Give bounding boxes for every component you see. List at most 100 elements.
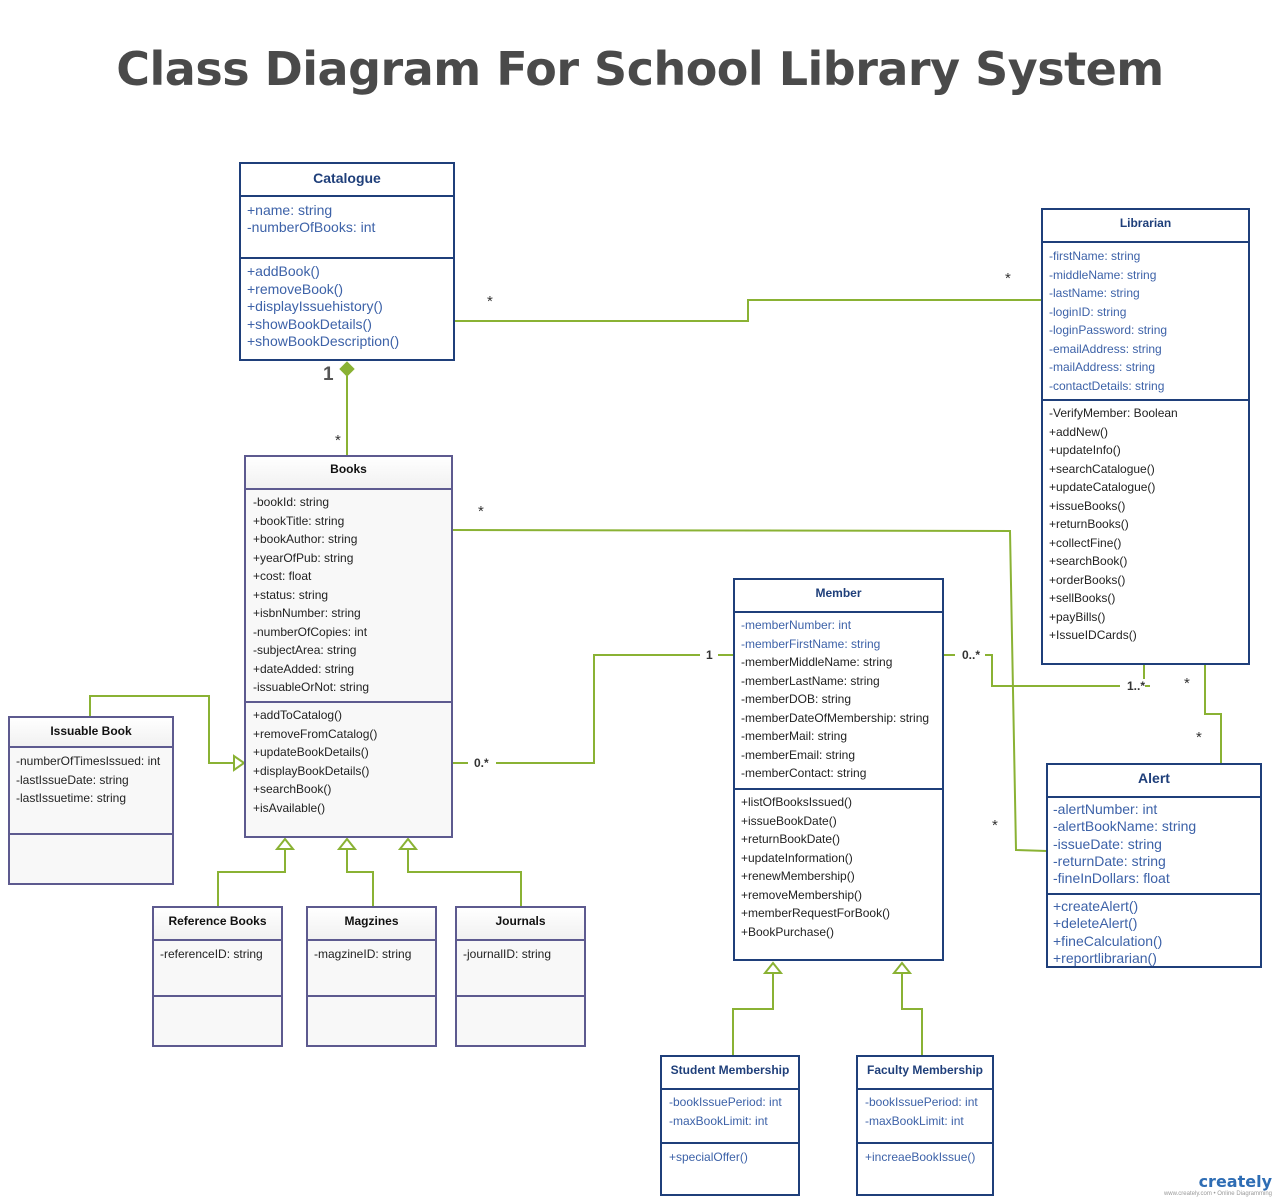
attribute: -mailAddress: string xyxy=(1049,360,1156,374)
class-magazines[interactable]: Magzines -magzineID: string xyxy=(306,906,437,1047)
class-faculty-membership[interactable]: Faculty Membership -bookIssuePeriod: int… xyxy=(856,1055,994,1196)
attribute: -numberOfBooks: int xyxy=(247,219,376,235)
association-catalogue-librarian xyxy=(455,299,1042,322)
class-issuable-book[interactable]: Issuable Book -numberOfTimesIssued: int … xyxy=(8,716,174,885)
attributes-section: +name: string -numberOfBooks: int xyxy=(241,197,453,257)
class-name: Issuable Book xyxy=(10,718,172,748)
attribute: -bookIssuePeriod: int xyxy=(669,1095,782,1109)
class-student-membership[interactable]: Student Membership -bookIssuePeriod: int… xyxy=(660,1055,800,1196)
class-name: Catalogue xyxy=(241,164,453,197)
method: +updateInfo() xyxy=(1049,443,1121,457)
method: +issueBookDate() xyxy=(741,813,837,828)
attribute: +bookTitle: string xyxy=(253,513,345,528)
association-books-member-2 xyxy=(496,654,700,764)
attributes-section: -referenceID: string xyxy=(154,941,281,995)
attribute: +isbnNumber: string xyxy=(253,606,361,620)
method: +displayIssuehistory() xyxy=(247,298,383,314)
attribute: -maxBookLimit: int xyxy=(669,1113,768,1128)
class-name: Journals xyxy=(457,908,584,941)
attribute: -bookIssuePeriod: int xyxy=(865,1095,978,1109)
attributes-section: -magzineID: string xyxy=(308,941,435,995)
class-books[interactable]: Books -bookId: string +bookTitle: string… xyxy=(244,455,453,838)
attribute: -bookId: string xyxy=(253,495,330,509)
class-member[interactable]: Member -memberNumber: int -memberFirstNa… xyxy=(733,578,944,961)
class-name: Alert xyxy=(1048,765,1260,798)
composition-diamond xyxy=(339,361,355,377)
class-journals[interactable]: Journals -journalID: string xyxy=(455,906,586,1047)
generalization-magazines xyxy=(346,848,374,907)
method: +createAlert() xyxy=(1053,898,1139,914)
method: +showBookDetails() xyxy=(247,315,372,332)
attribute: -issuableOrNot: string xyxy=(253,680,370,694)
arrow-head-student xyxy=(762,961,784,974)
attribute: -numberOfTimesIssued: int xyxy=(16,754,161,768)
attribute: -memberMail: string xyxy=(741,729,848,743)
attribute: -lastIssueDate: string xyxy=(16,772,129,787)
attribute: -lastIssuetime: string xyxy=(16,791,127,805)
arrow-head-magazines xyxy=(336,837,358,850)
class-reference-books[interactable]: Reference Books -referenceID: string xyxy=(152,906,283,1047)
methods-section xyxy=(308,995,435,1045)
method: +issueBooks() xyxy=(1049,498,1126,513)
attributes-section: -memberNumber: int -memberFirstName: str… xyxy=(735,613,942,788)
methods-section: -VerifyMember: Boolean +addNew() +update… xyxy=(1043,399,1248,663)
method: +listOfBooksIssued() xyxy=(741,795,853,809)
class-name: Faculty Membership xyxy=(858,1057,992,1090)
method: +searchBook() xyxy=(1049,554,1128,568)
method: +IssueIDCards() xyxy=(1049,628,1137,642)
method: +collectFine() xyxy=(1049,535,1122,550)
method: +returnBookDate() xyxy=(741,832,841,846)
class-name: Member xyxy=(735,580,942,613)
attribute: -magzineID: string xyxy=(314,947,412,961)
class-alert[interactable]: Alert -alertNumber: int -alertBookName: … xyxy=(1046,763,1262,968)
attributes-section: -numberOfTimesIssued: int -lastIssueDate… xyxy=(10,748,172,833)
generalization-student-membership xyxy=(732,973,774,1056)
attribute: +status: string xyxy=(253,587,329,602)
method: +deleteAlert() xyxy=(1053,915,1138,932)
generalization-reference-books xyxy=(217,848,286,907)
attributes-section: -alertNumber: int -alertBookName: string… xyxy=(1048,798,1260,893)
attribute: -memberDateOfMembership: string xyxy=(741,710,930,725)
attributes-section: -bookIssuePeriod: int -maxBookLimit: int xyxy=(662,1090,798,1142)
method: +memberRequestForBook() xyxy=(741,906,891,920)
method: +showBookDescription() xyxy=(247,333,400,349)
attribute: -alertBookName: string xyxy=(1053,818,1197,835)
class-librarian[interactable]: Librarian -firstName: string -middleName… xyxy=(1041,208,1250,665)
generalization-faculty-membership xyxy=(901,973,923,1056)
association-books-alert xyxy=(452,529,1048,852)
association-member-librarian-2 xyxy=(985,654,1120,687)
method: -VerifyMember: Boolean xyxy=(1049,406,1178,420)
mult-catalogue-librarian-catalogue: * xyxy=(487,293,493,310)
class-name: Librarian xyxy=(1043,210,1248,243)
generalization-journals xyxy=(407,848,522,907)
class-name: Magzines xyxy=(308,908,435,941)
brand-name: creately xyxy=(1198,1172,1272,1191)
diagram-title: Class Diagram For School Library System xyxy=(116,42,1164,96)
attribute: -lastName: string xyxy=(1049,286,1140,300)
attribute: -memberNumber: int xyxy=(741,618,852,632)
attribute: -journalID: string xyxy=(463,947,552,961)
attribute: -subjectArea: string xyxy=(253,643,357,657)
method: +reportlibrarian() xyxy=(1053,949,1157,966)
method: +removeFromCatalog() xyxy=(253,726,378,741)
methods-section: +increaeBookIssue() xyxy=(858,1142,992,1194)
attribute: -emailAddress: string xyxy=(1049,341,1162,356)
method: +searchBook() xyxy=(253,782,332,796)
method: +updateBookDetails() xyxy=(253,745,369,759)
attribute: -maxBookLimit: int xyxy=(865,1113,964,1128)
association-librarian-alert xyxy=(1204,664,1222,764)
method: +updateCatalogue() xyxy=(1049,480,1156,494)
method: +displayBookDetails() xyxy=(253,763,370,778)
attribute: -firstName: string xyxy=(1049,249,1141,263)
method: +removeBook() xyxy=(247,280,344,297)
mult-catalogue-books-books: * xyxy=(335,432,341,449)
attribute: +bookAuthor: string xyxy=(253,532,358,546)
attribute: -issueDate: string xyxy=(1053,835,1162,852)
methods-section: +createAlert() +deleteAlert() +fineCalcu… xyxy=(1048,893,1260,966)
class-catalogue[interactable]: Catalogue +name: string -numberOfBooks: … xyxy=(239,162,455,361)
attribute: +cost: float xyxy=(253,569,312,583)
method: +payBills() xyxy=(1049,609,1106,624)
mult-books-alert-books: * xyxy=(478,503,484,520)
mult-books-alert-alert: * xyxy=(992,817,998,834)
